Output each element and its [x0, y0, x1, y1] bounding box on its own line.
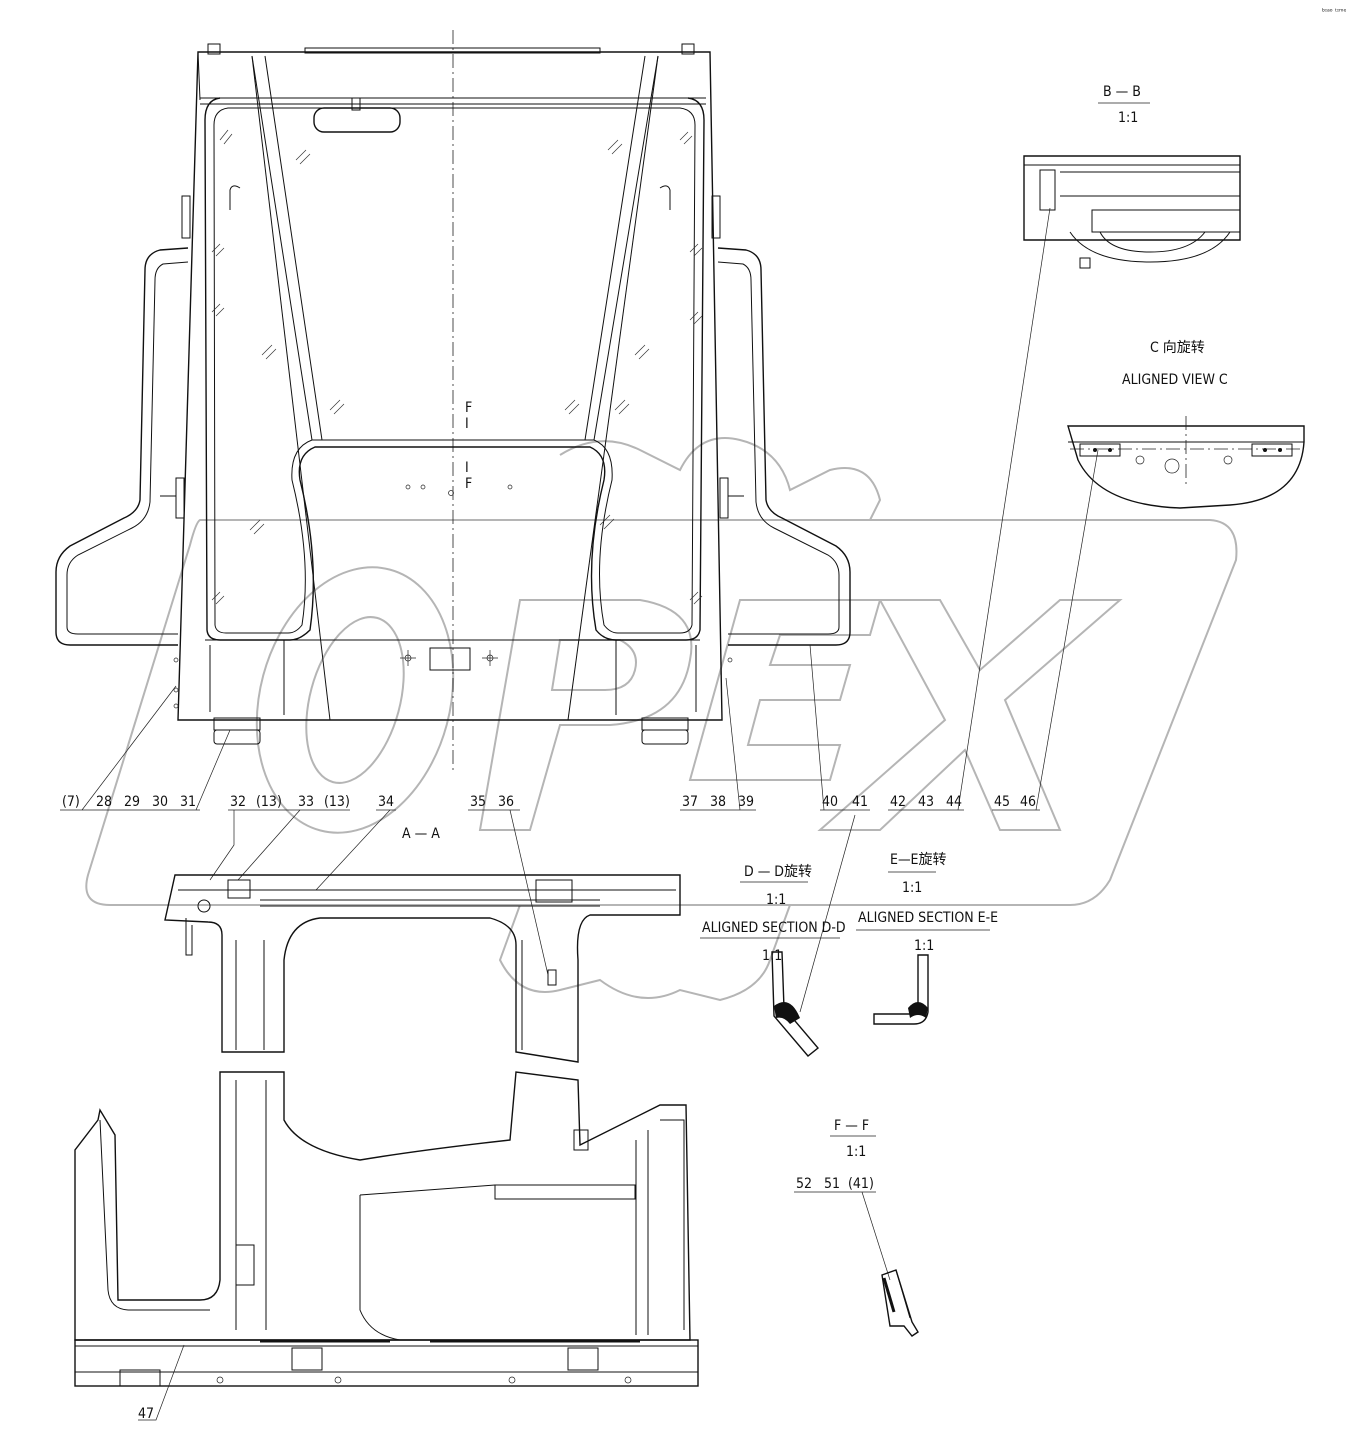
callout-45: 45 [994, 794, 1010, 810]
section-ee-scale: 1:1 [902, 880, 922, 896]
section-aa-title: A — A [402, 826, 440, 842]
section-mark-f-bottom: F [465, 476, 472, 492]
callout-46: 46 [1020, 794, 1036, 810]
section-ff-scale: 1:1 [846, 1144, 866, 1160]
section-ee: E—E旋转 1:1 ALIGNED SECTION E-E 1:1 [856, 852, 998, 1025]
section-ff-title: F — F [834, 1118, 869, 1134]
callout-13b: (13) [324, 794, 350, 810]
callout-row: (7) 28 29 30 31 32 (13) 33 (13) 34 35 36… [60, 207, 1099, 1013]
callout-28: 28 [96, 794, 112, 810]
section-dd-scale: 1:1 [766, 892, 786, 908]
callout-33: 33 [298, 794, 314, 810]
section-bb-title: B — B [1103, 84, 1141, 100]
glass-hatch [211, 129, 703, 605]
view-c-title: C 向旋转 [1150, 340, 1205, 356]
top-view: F I I F [55, 30, 851, 770]
callout-36: 36 [498, 794, 514, 810]
callout-41: 41 [852, 794, 868, 810]
callout-37: 37 [682, 794, 698, 810]
callout-51: 51 [824, 1176, 840, 1192]
section-ff: F — F 1:1 52 51 (41) [794, 1118, 919, 1337]
section-ee-caption: ALIGNED SECTION E-E [858, 910, 998, 926]
section-dd-caption: ALIGNED SECTION D-D [702, 920, 846, 936]
callout-7: (7) [62, 794, 80, 810]
callout-31: 31 [180, 794, 196, 810]
section-mark-f-top: F [465, 400, 472, 416]
callout-42: 42 [890, 794, 906, 810]
section-aa: A — A [74, 826, 699, 1422]
callout-35: 35 [470, 794, 486, 810]
view-c-caption: ALIGNED VIEW C [1122, 372, 1228, 388]
callout-32: 32 [230, 794, 246, 810]
section-dd: D — D旋转 1:1 ALIGNED SECTION D-D 1:1 [700, 864, 846, 1057]
callout-30: 30 [152, 794, 168, 810]
opex-watermark [85, 437, 1238, 1002]
callout-52: 52 [796, 1176, 812, 1192]
section-ee-title: E—E旋转 [890, 852, 947, 868]
corner-mark: ᵇᶦᵃᵒ ᵗᶦᵐᵉ [1322, 7, 1347, 16]
callout-40: 40 [822, 794, 838, 810]
callout-39: 39 [738, 794, 754, 810]
callout-41-ff: (41) [848, 1176, 874, 1192]
section-bb: B — B 1:1 [1023, 84, 1241, 269]
section-dd-title: D — D旋转 [744, 864, 812, 880]
section-mark-i-bottom: I [465, 460, 469, 476]
section-mark-i-top: I [465, 416, 469, 432]
section-bb-scale: 1:1 [1118, 110, 1138, 126]
callout-29: 29 [124, 794, 140, 810]
callout-13a: (13) [256, 794, 282, 810]
callout-44: 44 [946, 794, 962, 810]
view-c: C 向旋转 ALIGNED VIEW C [1067, 340, 1305, 509]
callout-34: 34 [378, 794, 394, 810]
callout-47: 47 [138, 1406, 154, 1422]
callout-38: 38 [710, 794, 726, 810]
section-ee-detail-scale: 1:1 [914, 938, 934, 954]
callout-43: 43 [918, 794, 934, 810]
